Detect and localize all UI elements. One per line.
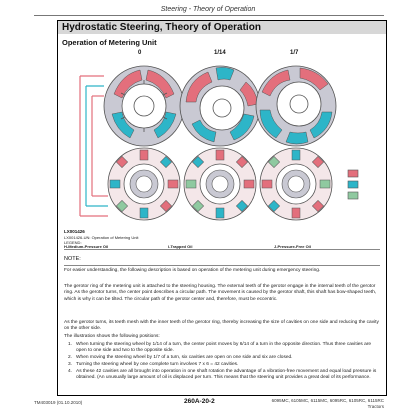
distributor-plate-1-14 <box>183 147 257 221</box>
legend-item-h: H-Medium-Pressure Oil <box>64 244 109 249</box>
footer-left: TM403019 (01.10.2010) <box>34 400 83 405</box>
gerotor-position-1-14 <box>179 65 261 147</box>
positions-list: 1.When turning the steering wheel by 1/1… <box>68 342 380 382</box>
footer-right: 6095MC, 6105MC, 6115MC, 6095RC, 6105RC, … <box>271 398 384 409</box>
gerotor-position-1-7 <box>255 65 337 147</box>
tick-label-1-14: 1/14 <box>214 50 226 56</box>
tick-label-1-7: 1/7 <box>290 50 299 56</box>
legend-caption: LX001426-UN: Operation of Metering Unit <box>64 235 139 240</box>
paragraph-1: The gerotor ring of the metering unit is… <box>64 284 377 302</box>
tick-label-0: 0 <box>138 50 142 56</box>
paragraph-3: The illustration shows the following pos… <box>64 334 160 339</box>
list-item: 4.As these 42 cavities are all brought i… <box>68 368 377 381</box>
distributor-plate-1-7 <box>259 147 333 221</box>
gerotor-position-0 <box>103 65 185 147</box>
legend-item-i: I-Trapped Oil <box>168 244 193 249</box>
note-text: For easier understanding, the following … <box>64 268 321 273</box>
content-frame <box>57 20 387 396</box>
list-item: 2.When moving the steering wheel by 1/7 … <box>68 355 293 361</box>
section-title: Operation of Metering Unit <box>62 38 157 47</box>
legend-rule <box>64 249 380 250</box>
title-bar <box>58 21 386 34</box>
note-rule <box>64 265 380 266</box>
list-item: 1.When turning the steering wheel by 1/1… <box>68 342 372 354</box>
note-title: NOTE: <box>64 256 81 262</box>
distributor-plate-0 <box>107 147 181 221</box>
list-item: 3.Turning the steering wheel by one comp… <box>68 362 239 368</box>
figure-code: LX001426 <box>64 229 85 234</box>
footer-page-number: 260A-20-2 <box>184 398 215 405</box>
metering-unit-diagram <box>79 65 359 221</box>
legend-item-j: J-Pressure-Free Oil <box>274 244 311 249</box>
page-title: Hydrostatic Steering, Theory of Operatio… <box>62 22 261 33</box>
legend-symbols <box>347 169 359 200</box>
header-rule <box>34 15 384 16</box>
connection-lines <box>79 75 108 217</box>
page-header: Steering - Theory of Operation <box>160 6 256 13</box>
paragraph-2: As the gerotor turns, its teeth mesh wit… <box>64 320 379 332</box>
legend-heading: LEGEND: <box>64 240 82 245</box>
